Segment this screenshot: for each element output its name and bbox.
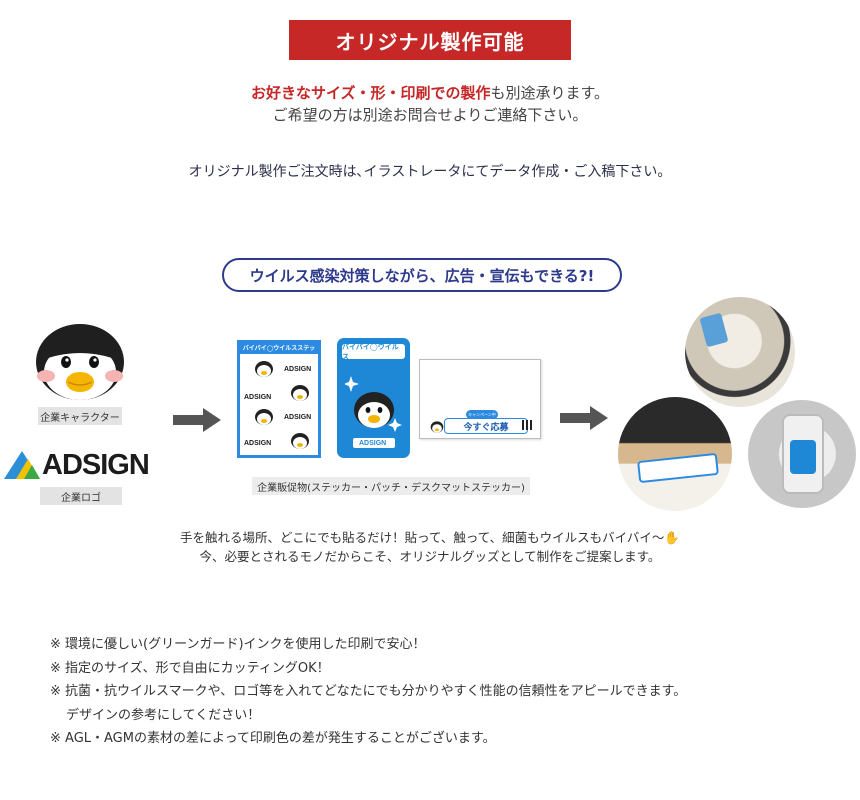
intro-text: お好きなサイズ・形・印刷での製作も別途承ります。 ご希望の方は別途お問合せよりご… xyxy=(0,82,860,126)
logo-triangle-icon xyxy=(4,451,40,479)
promo-caption: 企業販促物(ステッカー・パッチ・デスクマットステッカー) xyxy=(252,477,530,495)
sticker-logo: ADSIGN xyxy=(244,394,272,401)
patch-title: バイバイ◯ウイルス xyxy=(342,343,405,361)
virus-patch: バイバイ◯ウイルス ADSIGN xyxy=(337,338,410,458)
photo-desk-mat xyxy=(618,397,732,511)
description-line: 今、必要とされるモノだからこそ、オリジナルグッズとして制作をご提案します。 xyxy=(199,549,661,564)
penguin-sticker-icon xyxy=(291,385,309,401)
note-item: デザインの参考にしてください！ xyxy=(66,707,261,723)
penguin-sticker-icon xyxy=(255,361,273,377)
intro-highlight: お好きなサイズ・形・印刷での製作 xyxy=(250,84,491,102)
sheet-title: バイバイ◯ウイルスステッカー xyxy=(240,343,318,363)
note-item: ※ 指定のサイズ、形で自由にカッティングOK！ xyxy=(50,660,330,676)
character-label: 企業キャラクター xyxy=(38,407,122,425)
intro-contact: ご希望の方は別途お問合せよりご連絡下さい。 xyxy=(272,106,588,124)
waving-hand-icon: ✋ xyxy=(664,530,680,545)
campaign-bubble: キャンペーン中 xyxy=(466,410,498,419)
apply-now-label: 今すぐ応募 xyxy=(444,418,528,434)
photo-handing-item xyxy=(685,297,795,407)
page-title-banner: オリジナル製作可能 xyxy=(289,20,571,60)
adsign-logo: ADSIGN xyxy=(4,448,160,481)
logo-text: ADSIGN xyxy=(42,448,150,481)
arrow-right-icon xyxy=(560,406,608,430)
arrow-right-icon xyxy=(173,408,221,432)
penguin-character-icon xyxy=(30,318,130,402)
sticker-sheet: バイバイ◯ウイルスステッカー ADSIGN ADSIGN ADSIGN ADSI… xyxy=(237,340,321,458)
photo-phone-patch xyxy=(748,400,856,508)
notes-list: ※ 環境に優しい(グリーンガード)インクを使用した印刷で安心！ ※ 指定のサイズ… xyxy=(50,633,686,751)
penguin-sticker-icon xyxy=(291,433,309,449)
sticker-logo: ADSIGN xyxy=(244,440,272,447)
description-line: 手を触れる場所、どこにでも貼るだけ！貼って、触って、細菌もウイルスもバイバイ〜 xyxy=(180,530,665,545)
note-item: ※ 環境に優しい(グリーンガード)インクを使用した印刷で安心！ xyxy=(50,637,426,652)
patch-logo: ADSIGN xyxy=(359,440,387,447)
illustrator-note: オリジナル製作ご注文時は､イラストレータにてデータ作成・ご入稿下さい。 xyxy=(188,164,672,180)
logo-label: 企業ロゴ xyxy=(40,487,122,505)
description: 手を触れる場所、どこにでも貼るだけ！貼って、触って、細菌もウイルスもバイバイ〜✋… xyxy=(0,528,860,566)
penguin-mat-icon xyxy=(430,421,444,433)
headline-pill: ウイルス感染対策しながら、広告・宣伝もできる?! xyxy=(222,258,622,292)
penguin-patch-icon xyxy=(345,376,402,448)
note-item: ※ AGL・AGMの素材の差によって印刷色の差が発生することがございます。 xyxy=(50,731,496,746)
note-item: ※ 抗菌・抗ウイルスマークや、ロゴ等を入れてどなたにでも分かりやすく性能の信頼性… xyxy=(50,684,687,699)
sticker-logo: ADSIGN xyxy=(284,414,312,421)
intro-rest: も別途承ります。 xyxy=(490,84,610,102)
penguin-sticker-icon xyxy=(255,409,273,425)
desk-mat-sticker: キャンペーン中 今すぐ応募 xyxy=(419,359,541,439)
qr-code-icon xyxy=(522,420,532,430)
sticker-logo: ADSIGN xyxy=(284,366,312,373)
